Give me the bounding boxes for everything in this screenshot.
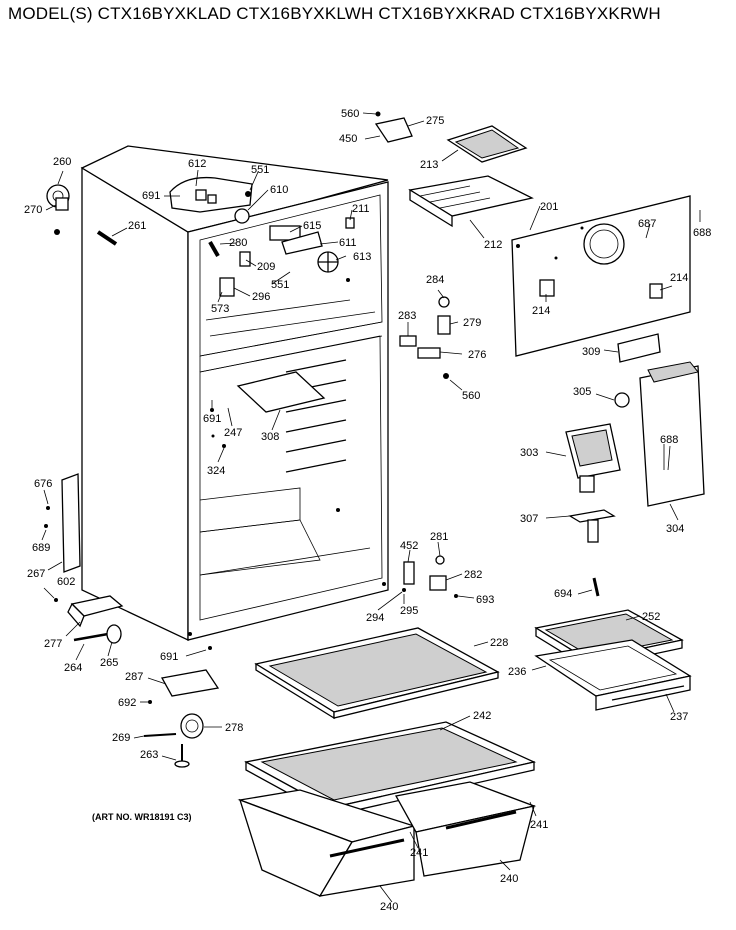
part-252-label: 252 (642, 611, 660, 623)
ice-tray-group (374, 111, 534, 228)
part-281-label: 281 (430, 531, 448, 543)
part-560-label-mid: 560 (462, 390, 480, 402)
part-284-label: 284 (426, 274, 444, 286)
part-279-label: 279 (463, 317, 481, 329)
part-278-label: 278 (225, 722, 243, 734)
part-277-label: 277 (44, 638, 62, 650)
part-241-label-right: 241 (530, 819, 548, 831)
part-267-label: 267 (27, 568, 45, 580)
leader-lines (41, 112, 701, 903)
art-number: (ART NO. WR18191 C3) (92, 812, 192, 822)
part-612-label: 612 (188, 158, 206, 170)
part-308-label: 308 (261, 431, 279, 443)
part-303-label: 303 (520, 447, 538, 459)
part-283-label: 283 (398, 310, 416, 322)
part-687-label: 687 (638, 218, 656, 230)
part-689-label: 689 (32, 542, 50, 554)
part-602-label: 602 (57, 576, 75, 588)
crisper-shelf-252 (534, 609, 684, 670)
part-676-label: 676 (34, 478, 52, 490)
part-450-label: 450 (339, 133, 357, 145)
part-237-label: 237 (670, 711, 688, 723)
part-261-label: 261 (128, 220, 146, 232)
part-270-label: 270 (24, 204, 42, 216)
part-282-label: 282 (464, 569, 482, 581)
part-264-label: 264 (64, 662, 82, 674)
part-214-label-right: 214 (670, 272, 688, 284)
part-296-label: 296 (252, 291, 270, 303)
part-294-label: 294 (366, 612, 384, 624)
part-551-label-bottom: 551 (271, 279, 289, 291)
part-209-label: 209 (257, 261, 275, 273)
part-324-label: 324 (207, 465, 225, 477)
part-211-label: 211 (352, 203, 370, 215)
part-242-label: 242 (473, 710, 491, 722)
part-691-label-mid: 691 (203, 413, 221, 425)
part-688-label-mid: 688 (660, 434, 678, 446)
part-275-label: 275 (426, 115, 444, 127)
part-295-label: 295 (400, 605, 418, 617)
part-611-label: 611 (339, 237, 357, 249)
part-280-label: 280 (229, 237, 247, 249)
part-613-label: 613 (353, 251, 371, 263)
part-573-label: 573 (211, 303, 229, 315)
part-number-labels: 560 275 450 213 260 270 261 612 551 691 … (24, 108, 711, 913)
part-560-label: 560 (341, 108, 359, 120)
model-title: MODEL(S) CTX16BYXKLAD CTX16BYXKLWH CTX16… (8, 4, 661, 23)
part-688-label-top: 688 (693, 227, 711, 239)
part-691-label-top: 691 (142, 190, 160, 202)
left-parts-group (44, 184, 226, 768)
part-269-label: 269 (112, 732, 130, 744)
part-247-label: 247 (224, 427, 242, 439)
freezer-shelf (236, 371, 326, 413)
part-212-label: 212 (484, 239, 502, 251)
part-240-label-left: 240 (380, 901, 398, 913)
crisper-drawer-left (237, 789, 417, 897)
bracket-parts-group (402, 555, 458, 598)
freezer-controls-group (169, 176, 355, 297)
part-287-label: 287 (125, 671, 143, 683)
part-452-label: 452 (400, 540, 418, 552)
part-214-label-left: 214 (532, 305, 550, 317)
part-309-label: 309 (582, 346, 600, 358)
part-263-label: 263 (140, 749, 158, 761)
crisper-drawer-right (394, 781, 537, 877)
part-615-label: 615 (303, 220, 321, 232)
part-240-label-right: 240 (500, 873, 518, 885)
part-691-label-bottom: 691 (160, 651, 178, 663)
control-parts-group (399, 296, 705, 597)
part-692-label: 692 (118, 697, 136, 709)
part-694-label: 694 (554, 588, 572, 600)
part-201-label: 201 (540, 201, 558, 213)
part-213-label: 213 (420, 159, 438, 171)
evaporator-cover (511, 195, 691, 363)
part-228-label: 228 (490, 637, 508, 649)
refrigerator-cabinet (80, 145, 389, 642)
part-305-label: 305 (573, 386, 591, 398)
part-551-label-top: 551 (251, 164, 269, 176)
part-276-label: 276 (468, 349, 486, 361)
part-304-label: 304 (666, 523, 684, 535)
crisper-frame-237 (534, 639, 692, 711)
part-236-label: 236 (508, 666, 526, 678)
part-265-label: 265 (100, 657, 118, 669)
part-693-label: 693 (476, 594, 494, 606)
part-260-label: 260 (53, 156, 71, 168)
part-610-label: 610 (270, 184, 288, 196)
wire-shelf-228 (254, 627, 500, 720)
part-307-label: 307 (520, 513, 538, 525)
part-241-label-left: 241 (410, 847, 428, 859)
